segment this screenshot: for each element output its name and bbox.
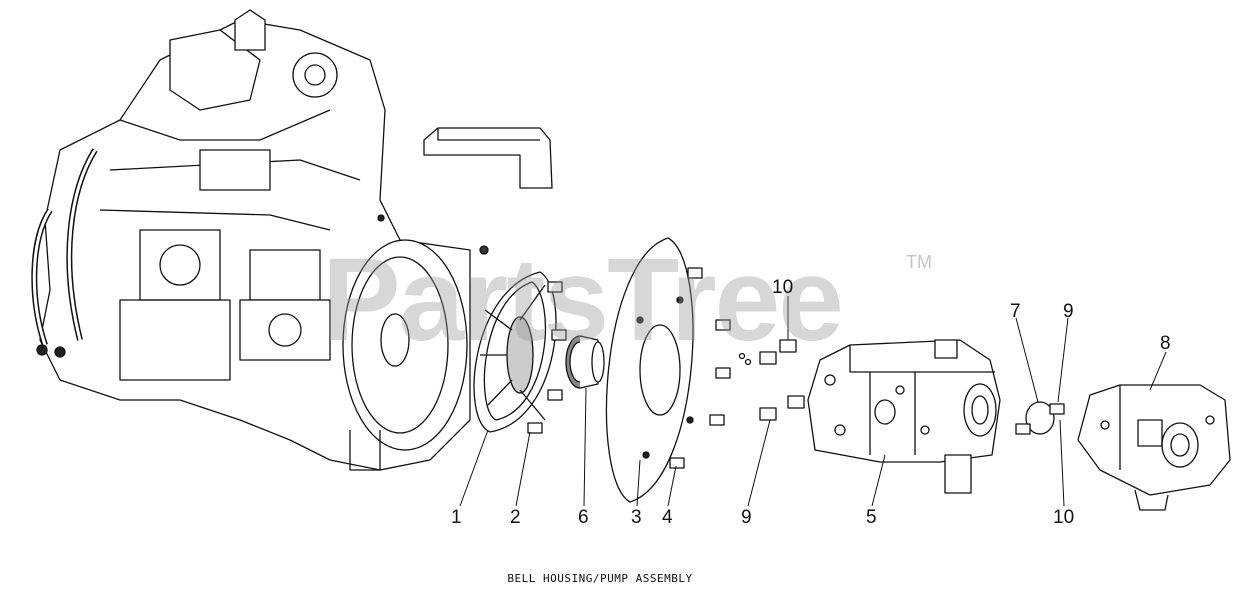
callout-10-top: 10 xyxy=(772,277,794,298)
part-6-gear-coupling xyxy=(565,335,605,389)
callout-9-bottom: 9 xyxy=(741,507,752,528)
part-7-o-ring xyxy=(1015,401,1065,435)
part-3-adapter-plate xyxy=(605,237,694,503)
part-8-charge-pump xyxy=(1077,384,1231,511)
callout-2: 2 xyxy=(510,507,521,528)
callout-8: 8 xyxy=(1160,333,1171,354)
watermark-trademark: TM xyxy=(906,252,932,272)
part-1-coupling-plate xyxy=(473,271,557,433)
bracket-part xyxy=(423,127,553,189)
part-5-hydraulic-pump xyxy=(807,339,1001,494)
diagram-caption: BELL HOUSING/PUMP ASSEMBLY xyxy=(507,572,693,585)
nut-part xyxy=(479,245,489,255)
callout-3: 3 xyxy=(631,507,642,528)
callout-10-bottom: 10 xyxy=(1053,507,1075,528)
callout-6: 6 xyxy=(578,507,589,528)
callout-1: 1 xyxy=(451,507,462,528)
callout-7: 7 xyxy=(1010,301,1021,322)
callout-5: 5 xyxy=(866,507,877,528)
bolts-mid xyxy=(738,339,805,421)
callout-9-top: 9 xyxy=(1063,301,1074,322)
part-2-bolts xyxy=(527,281,567,434)
part-4-bolts xyxy=(669,267,731,469)
watermark-brand: PartsTree xyxy=(322,234,844,366)
callout-4: 4 xyxy=(662,507,673,528)
leader-lines xyxy=(459,296,1167,507)
engine-assembly xyxy=(31,9,471,471)
